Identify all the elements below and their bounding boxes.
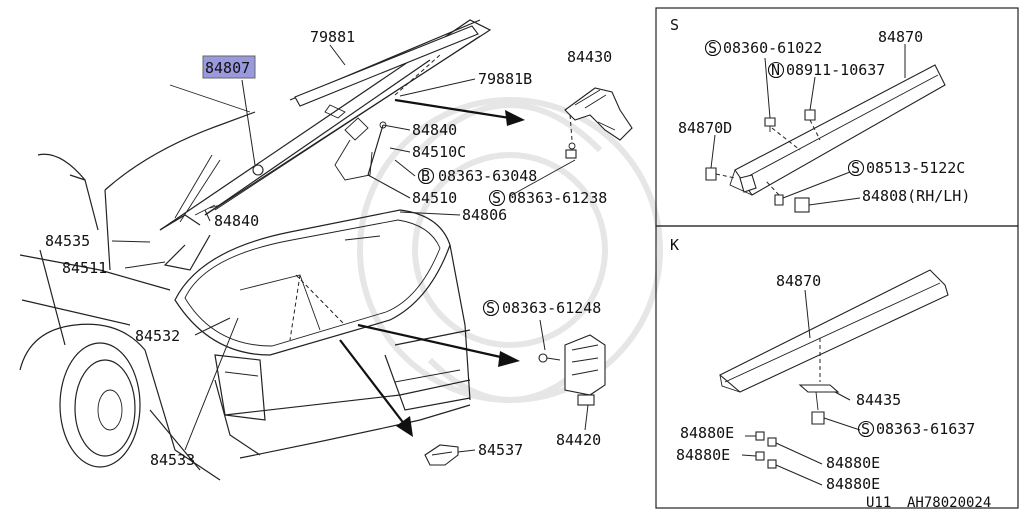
label-08513-5122c: 08513-5122C: [866, 159, 965, 177]
leader-lines: [111, 44, 589, 453]
label-79881b: 79881B: [478, 70, 532, 88]
footer: U11 AH78020024: [866, 495, 991, 511]
symbol-n: N: [771, 61, 780, 79]
watermark-emblem: [357, 97, 663, 403]
label-84533: 84533: [150, 451, 195, 469]
label-84880e-1: 84880E: [680, 424, 734, 442]
symbol-s-61238: S: [492, 189, 501, 207]
symbol-s-panel1: S: [708, 39, 717, 57]
panel-k-title: K: [670, 236, 679, 254]
label-08363-63048: 08363-63048: [438, 167, 537, 185]
bracket-84430: [564, 87, 633, 159]
footer-code-1: U11: [866, 495, 891, 510]
label-84420: 84420: [556, 431, 601, 449]
label-84535: 84535: [45, 232, 90, 250]
label-84880e-4: 84880E: [826, 475, 880, 493]
label-08911-10637: 08911-10637: [786, 61, 885, 79]
label-84870-k: 84870: [776, 272, 821, 290]
panel-s-title: S: [670, 16, 679, 34]
label-79881: 79881: [310, 28, 355, 46]
label-84870-s: 84870: [878, 28, 923, 46]
label-84510c: 84510C: [412, 143, 466, 161]
label-84510: 84510: [412, 189, 457, 207]
label-84511: 84511: [62, 259, 107, 277]
main-arrows: [339, 98, 525, 437]
car-body: [19, 84, 471, 481]
label-84880e-3: 84880E: [676, 446, 730, 464]
symbol-s-61248: S: [486, 299, 495, 317]
symbol-b: B: [421, 167, 430, 185]
label-84806: 84806: [462, 206, 507, 224]
part-labels: 84807 79881 79881B 84430 84840 84510C 08…: [45, 28, 612, 469]
label-84435: 84435: [856, 391, 901, 409]
footer-code-2: AH78020024: [907, 495, 991, 510]
striker-84537: [424, 444, 459, 466]
label-84537: 84537: [478, 441, 523, 459]
label-84840-top: 84840: [412, 121, 457, 139]
label-84532: 84532: [135, 327, 180, 345]
panel-k: K 84870 84435 S 08363-61637 84880E 84880…: [655, 225, 1019, 509]
symbol-s-panel3: S: [861, 420, 870, 438]
label-84808: 84808(RH/LH): [862, 187, 970, 205]
label-08363-61238: 08363-61238: [508, 189, 607, 207]
label-08363-61248: 08363-61248: [502, 299, 601, 317]
label-84880e-2: 84880E: [826, 454, 880, 472]
dash-79881b: [394, 54, 441, 96]
panel-s: S S 08360-61022 84870 N 08911-10637 8487…: [655, 7, 1019, 227]
trunk-lid: [159, 19, 492, 271]
part-84807-highlight: [202, 55, 256, 79]
label-08360-61022: 08360-61022: [723, 39, 822, 57]
label-84430: 84430: [567, 48, 612, 66]
spoiler-84870-k: [719, 269, 949, 393]
label-84870d: 84870D: [678, 119, 732, 137]
label-08363-61637: 08363-61637: [876, 420, 975, 438]
symbol-s-panel2: S: [851, 159, 860, 177]
spoiler-79881: [294, 25, 479, 107]
label-84840-low: 84840: [214, 212, 259, 230]
circled-symbols-main: B S S: [417, 167, 506, 317]
latch-84420: [538, 334, 606, 406]
label-84807: 84807: [205, 59, 250, 77]
